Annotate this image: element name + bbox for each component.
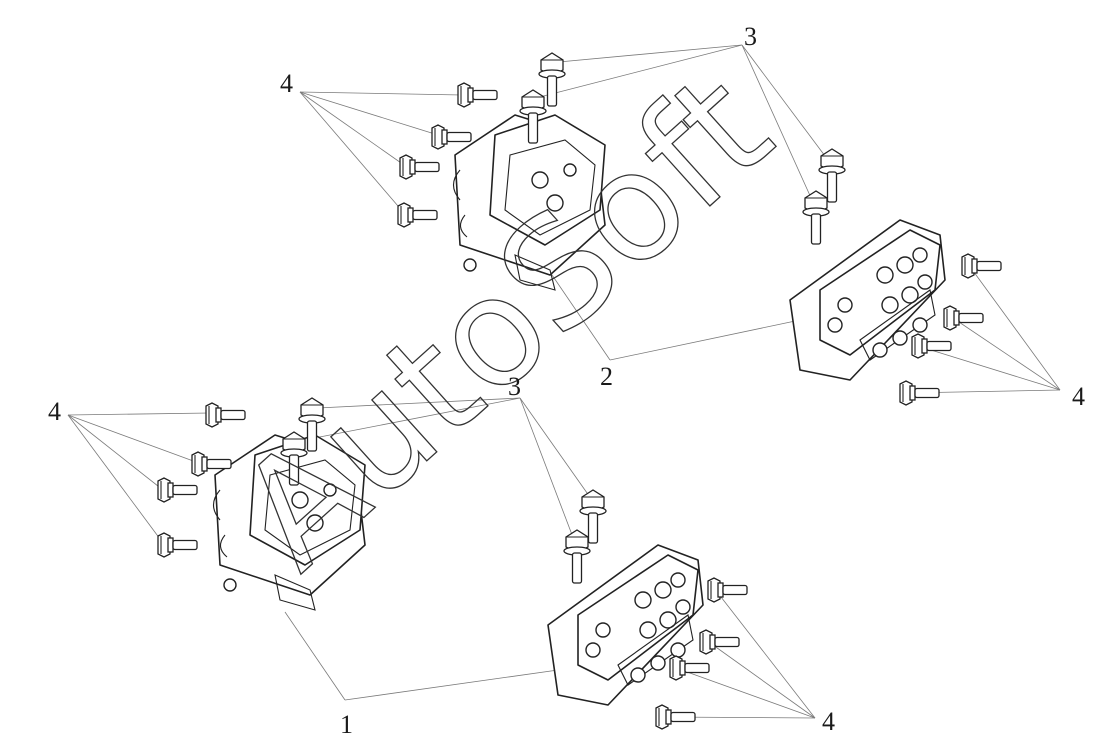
callout-4-left: 4	[48, 397, 61, 426]
callout-3-middle: 3	[508, 372, 521, 401]
callout-1: 1	[340, 710, 353, 739]
callout-4-bottom: 4	[822, 707, 835, 736]
callout-2: 2	[600, 362, 613, 391]
callout-4-right: 4	[1072, 382, 1085, 411]
callout-4-upper-left: 4	[280, 69, 293, 98]
callout-3-upper: 3	[744, 22, 757, 51]
mount-lower-right	[547, 544, 704, 706]
leader-lines	[67, 44, 1061, 719]
